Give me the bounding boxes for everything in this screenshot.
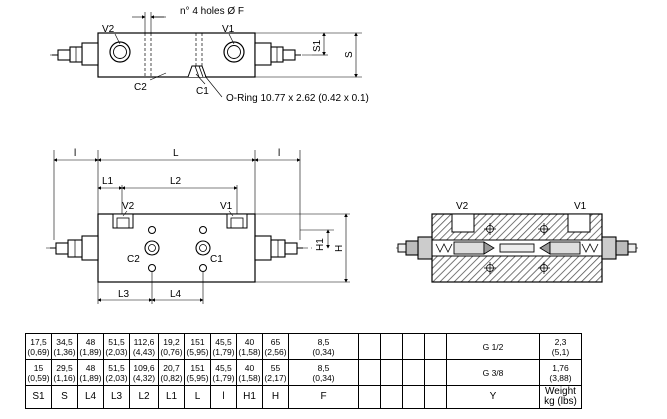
table-header-cell: L3 [103,385,130,409]
holes-label: n° 4 holes Ø F [180,6,244,17]
table-row: 15 (0,59)29,5 (1,16)48 (1,89)51,5 (2,03)… [25,359,582,386]
table-header-cell: L1 [158,385,185,409]
table-row: 17,5 (0,69)34,5 (1,36)48 (1,89)51,5 (2,0… [25,333,582,360]
table-cell: 109,6 (4,32) [129,359,159,386]
section-view: V2 V1 [396,201,638,283]
table-cell: 112,6 (4,43) [129,333,159,360]
table-cell: 34,5 (1,36) [51,333,78,360]
top-v2-label: V2 [102,24,115,35]
l-right-label: l [278,148,280,159]
table-cell: 45,5 (1,79) [210,333,237,360]
table-header-cell: S [51,385,78,409]
top-c2-label: C2 [134,82,147,93]
s1-label: S1 [312,39,323,52]
table-header-cell [424,385,447,409]
table-cell: 51,5 (2,03) [103,333,130,360]
port-c2-circle [144,240,160,256]
table-cell: 19,2 (0,76) [158,333,185,360]
port-v1-circle [223,41,245,63]
front-c2-label: C2 [127,254,140,265]
table-cell: 2,3 (5,1) [539,333,582,360]
technical-drawing: n° 4 holes Ø F V2 V1 C2 C1 O-Ring 10.77 … [46,6,638,304]
top-view: n° 4 holes Ø F V2 V1 C2 C1 O-Ring 10.77 … [50,6,369,104]
table-header-cell: F [288,385,359,409]
table-header-cell: S1 [25,385,52,409]
l3-label: L3 [118,289,130,300]
table-cell [380,359,403,386]
oring-label: O-Ring 10.77 x 2.62 (0.42 x 0.1) [226,93,369,104]
table-cell [358,359,381,386]
table-cell: 65 (2,56) [262,333,289,360]
table-cell: 51,5 (2,03) [103,359,130,386]
table-header-cell: L [184,385,211,409]
front-view: l L l L1 L2 L3 L4 V2 V1 C2 C1 H1 H [46,148,350,304]
table-header-cell [380,385,403,409]
table-cell: 151 (5,95) [184,359,211,386]
table-header-cell: L4 [77,385,104,409]
table-cell: 1,76 (3,88) [539,359,582,386]
s-label: S [344,51,355,58]
table-header-cell: Weight kg (lbs) [539,385,582,409]
port-v2-circle [109,41,131,63]
top-c1-label: C1 [196,86,209,97]
table-cell [358,333,381,360]
table-cell: 151 (5,95) [184,333,211,360]
l-total-label: L [173,148,179,159]
l4-label: L4 [170,289,182,300]
table-cell: G 1/2 [446,333,540,360]
table-cell: 48 (1,89) [77,359,104,386]
front-c1-label: C1 [210,254,223,265]
table-cell: 8,5 (0,34) [288,359,359,386]
table-cell: 45,5 (1,79) [210,359,237,386]
l2-label: L2 [170,176,182,187]
table-header-cell [402,385,425,409]
table-cell: 15 (0,59) [25,359,52,386]
table-cell: 20,7 (0,82) [158,359,185,386]
port-c1-circle [195,240,211,256]
table-cell [402,359,425,386]
section-v1-label: V1 [574,201,587,212]
front-v1-label: V1 [220,201,233,212]
table-cell: 40 (1,58) [236,359,263,386]
h-label: H [334,245,345,252]
front-v2-label: V2 [122,201,135,212]
table-header-cell: l [210,385,237,409]
table-cell [424,359,447,386]
table-cell: 48 (1,89) [77,333,104,360]
l1-label: L1 [102,176,114,187]
table-header-cell: L2 [129,385,159,409]
table-header-cell [358,385,381,409]
table-header-cell: H1 [236,385,263,409]
h1-label: H1 [315,238,326,251]
top-v1-label: V1 [222,24,235,35]
l-left-label: l [74,148,76,159]
table-cell: 17,5 (0,69) [25,333,52,360]
table-cell: 29,5 (1,16) [51,359,78,386]
table-header-cell: Y [446,385,540,409]
table-cell: 40 (1,58) [236,333,263,360]
table-cell [380,333,403,360]
table-header-cell: H [262,385,289,409]
table-cell: 8,5 (0,34) [288,333,359,360]
table-cell: 55 (2,17) [262,359,289,386]
section-v2-label: V2 [456,201,469,212]
table-cell [402,333,425,360]
table-cell: G 3/8 [446,359,540,386]
table-cell [424,333,447,360]
dimensions-table: 17,5 (0,69)34,5 (1,36)48 (1,89)51,5 (2,0… [25,333,582,409]
